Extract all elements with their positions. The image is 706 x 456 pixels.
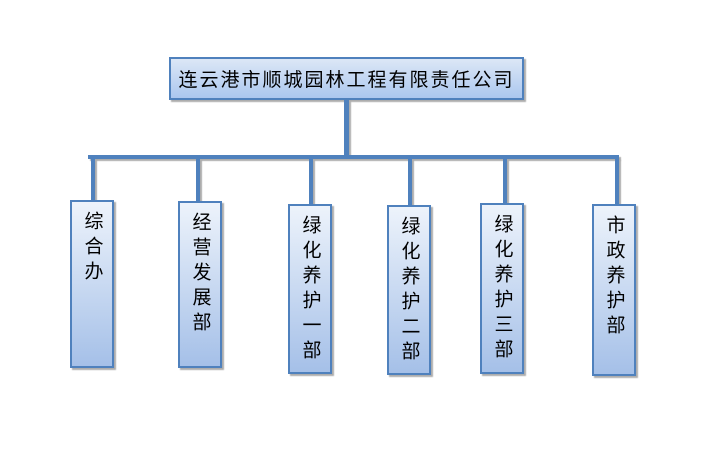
connector-stub-5 bbox=[503, 158, 507, 205]
company-name-label: 连云港市顺城园林工程有限责任公司 bbox=[178, 70, 515, 91]
dept-label: 绿化养护二部 bbox=[398, 216, 420, 366]
org-node-dept-1: 综合办 bbox=[70, 200, 114, 368]
org-node-dept-5: 绿化养护三部 bbox=[480, 203, 524, 374]
org-node-dept-4: 绿化养护二部 bbox=[387, 205, 431, 375]
connector-stub-6 bbox=[615, 158, 619, 206]
dept-label: 绿化养护三部 bbox=[491, 214, 513, 364]
dept-label: 市政养护部 bbox=[603, 215, 625, 340]
org-node-dept-6: 市政养护部 bbox=[592, 204, 636, 376]
connector-trunk bbox=[344, 99, 349, 156]
dept-label: 绿化养护一部 bbox=[299, 215, 321, 365]
org-node-dept-3: 绿化养护一部 bbox=[288, 204, 332, 374]
org-node-dept-2: 经营发展部 bbox=[178, 201, 222, 368]
connector-stub-2 bbox=[196, 158, 200, 203]
connector-rail bbox=[88, 155, 619, 159]
connector-stub-4 bbox=[408, 158, 412, 207]
org-node-company: 连云港市顺城园林工程有限责任公司 bbox=[169, 57, 524, 100]
dept-label: 综合办 bbox=[81, 211, 103, 286]
dept-label: 经营发展部 bbox=[189, 212, 211, 337]
connector-stub-3 bbox=[309, 158, 313, 206]
connector-stub-1 bbox=[91, 158, 95, 202]
